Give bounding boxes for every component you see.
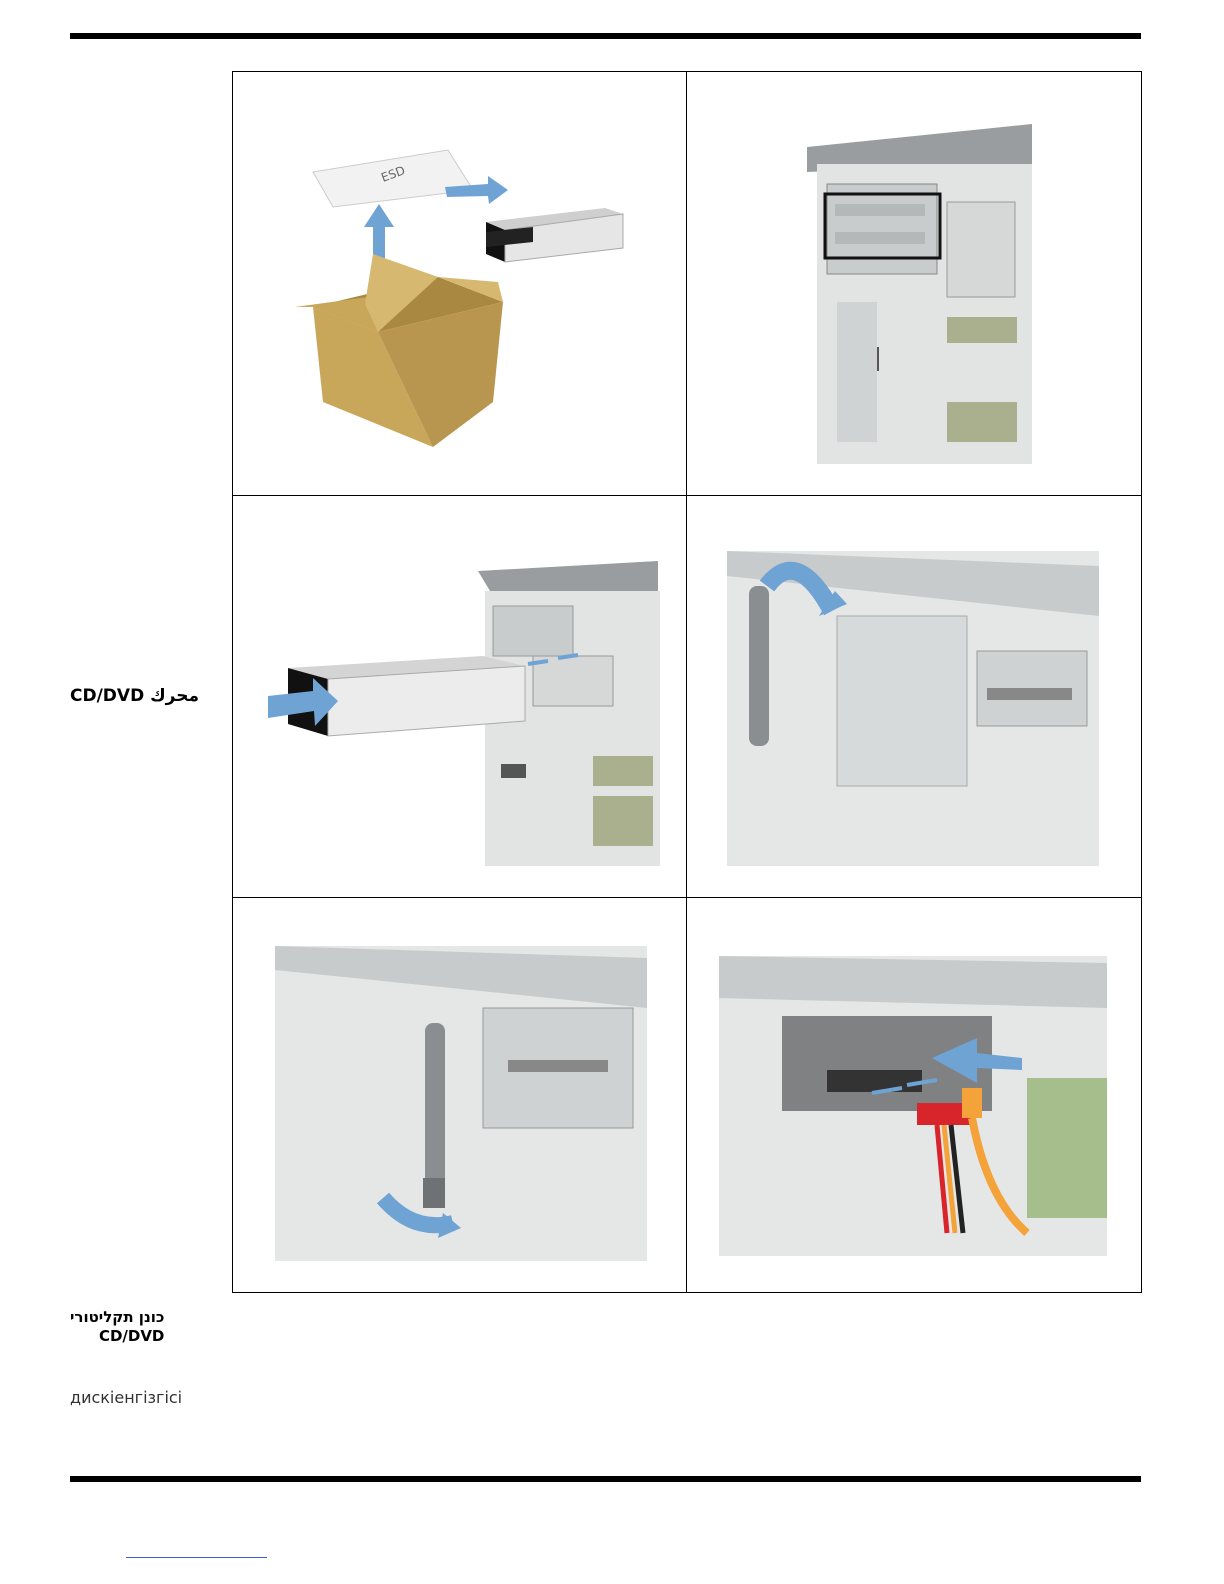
unbox-drive-illustration: ESD <box>233 72 687 496</box>
hebrew-label: כונן תקליטורי CD/DVD <box>70 1308 164 1346</box>
connect-cables-illustration <box>687 898 1141 1292</box>
hebrew-label-line2: CD/DVD <box>70 1327 164 1346</box>
lock-lever-close-illustration <box>233 898 687 1292</box>
illustration-grid: ESD <box>232 71 1142 1293</box>
hebrew-label-line1: כונן תקליטורי <box>70 1308 164 1327</box>
kazakh-label: дискіенгізгісі <box>70 1388 182 1408</box>
bottom-rule <box>70 1476 1141 1482</box>
drive-insert-icon <box>233 496 687 898</box>
lever-up-icon <box>687 496 1141 898</box>
footer-link-underline[interactable] <box>126 1557 267 1558</box>
sata-cables-icon <box>687 898 1141 1292</box>
arabic-label: محرك CD/DVD <box>70 686 199 706</box>
lever-down-icon <box>233 898 687 1292</box>
box-unpack-icon: ESD <box>233 72 687 496</box>
top-rule <box>70 33 1141 39</box>
lock-lever-open-illustration <box>687 496 1141 898</box>
chassis-bay-icon <box>687 72 1141 496</box>
chassis-bay-illustration <box>687 72 1141 496</box>
insert-drive-illustration <box>233 496 687 898</box>
